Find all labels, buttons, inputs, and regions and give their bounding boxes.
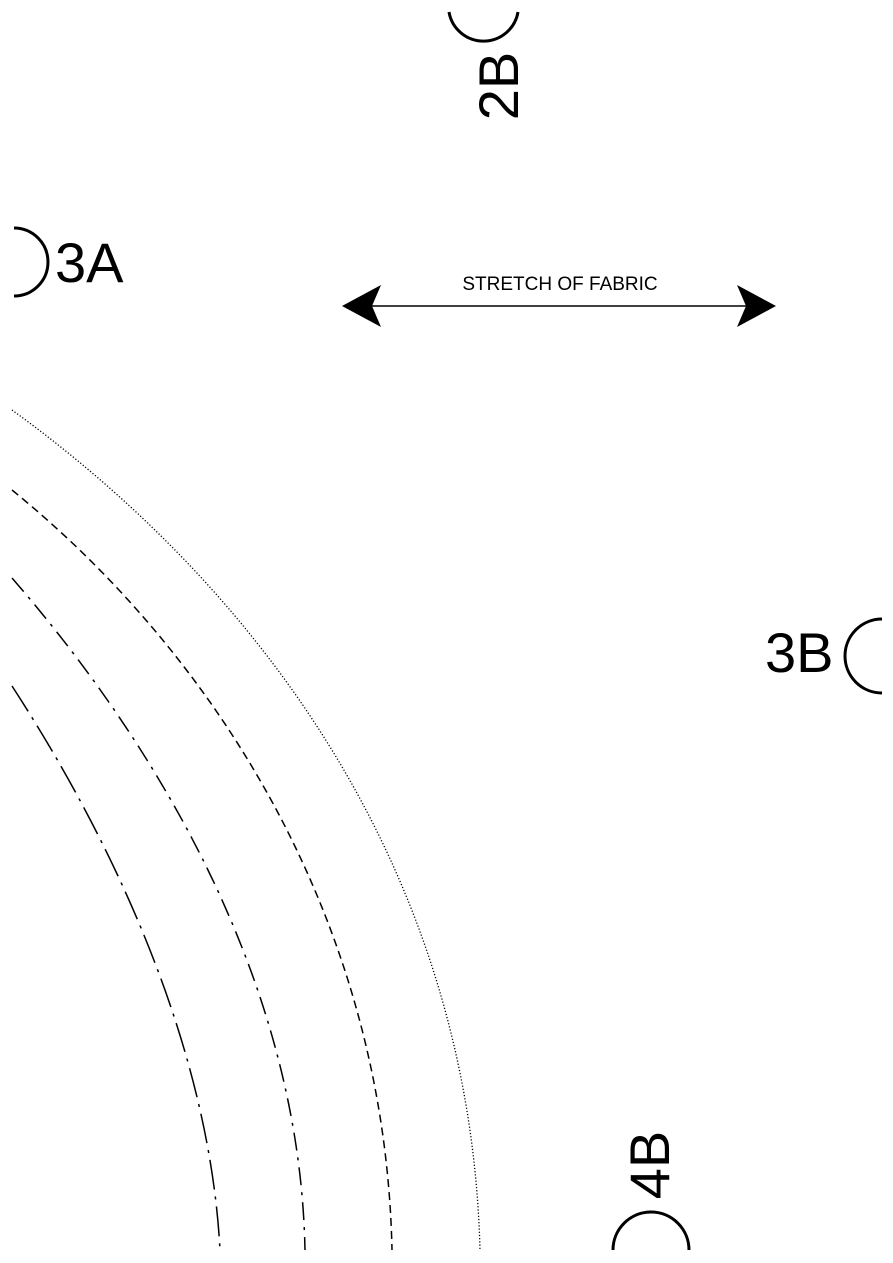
notch-4b-mark [611, 1210, 691, 1251]
grainline-arrowhead-left [342, 285, 381, 327]
notch-3b: 3B [765, 617, 883, 695]
notch-3b-mark [843, 617, 883, 695]
grainline-arrowhead-right [737, 285, 776, 327]
notch-3a-label: 3A [55, 231, 124, 294]
notch-3b-label: 3B [765, 621, 834, 684]
notch-3a: 3A [13, 226, 124, 298]
notch-4b-label: 4B [618, 1131, 681, 1200]
notch-3a-mark [13, 226, 50, 298]
notch-2b-label: 2B [467, 52, 530, 121]
grainline-label: STRETCH OF FABRIC [462, 274, 657, 295]
size-line-1 [11, 409, 481, 1251]
size-line-3 [11, 577, 306, 1251]
notch-2b-mark [447, 11, 520, 43]
notch-4b: 4B [611, 1131, 691, 1251]
notch-2b: 2B [447, 11, 530, 121]
grainline: STRETCH OF FABRIC [342, 274, 776, 327]
size-line-2 [11, 489, 393, 1251]
size-cut-lines [11, 409, 481, 1251]
size-line-4 [11, 685, 221, 1251]
